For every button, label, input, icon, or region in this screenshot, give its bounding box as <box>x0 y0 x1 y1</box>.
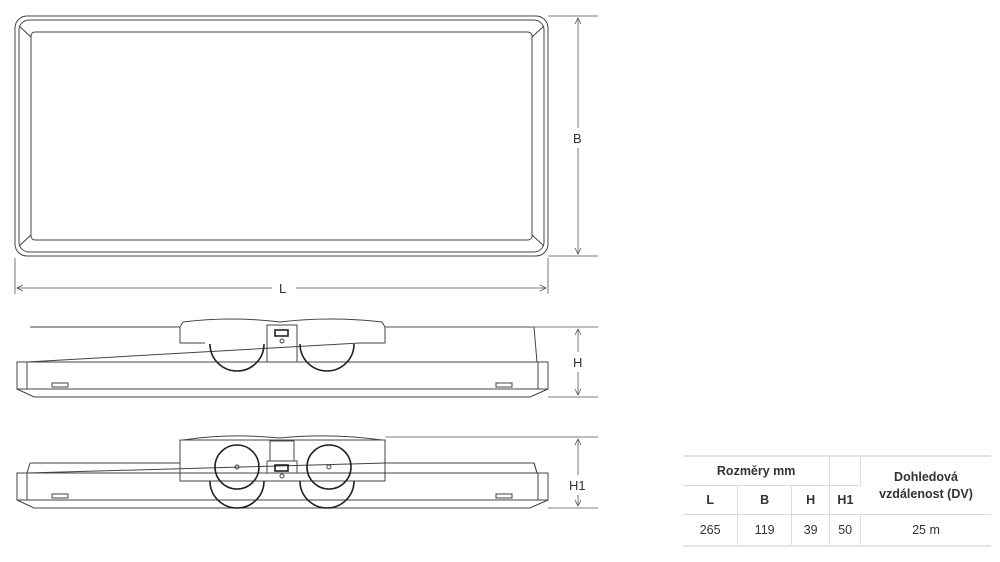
label-H1: H1 <box>569 478 586 493</box>
dimension-H: H <box>385 326 598 398</box>
col-H: H <box>791 485 831 515</box>
header-viewing-distance: Dohledová vzdálenost (DV) <box>860 455 991 515</box>
value-H1: 50 <box>829 514 861 547</box>
value-L: 265 <box>683 514 739 547</box>
table-row: 265 119 39 50 25 m <box>683 514 991 547</box>
col-L: L <box>683 485 739 515</box>
label-B: B <box>573 131 582 146</box>
dimensions-table: Rozměry mm Dohledová vzdálenost (DV) L B… <box>683 455 991 547</box>
header-dimensions: Rozměry mm <box>683 455 831 486</box>
side-view-H1 <box>16 435 549 509</box>
label-H: H <box>573 355 582 370</box>
col-H1: H1 <box>829 485 861 515</box>
col-B: B <box>737 485 793 515</box>
value-B: 119 <box>737 514 793 547</box>
top-view <box>14 15 549 257</box>
dimension-L: L <box>14 258 549 296</box>
dimension-H1: H1 <box>385 436 598 509</box>
header-empty <box>829 455 861 486</box>
side-view-H <box>16 318 549 398</box>
value-viewing-distance: 25 m <box>860 514 991 547</box>
label-L: L <box>279 281 286 296</box>
value-H: 39 <box>791 514 831 547</box>
dimension-B: B <box>548 15 598 257</box>
